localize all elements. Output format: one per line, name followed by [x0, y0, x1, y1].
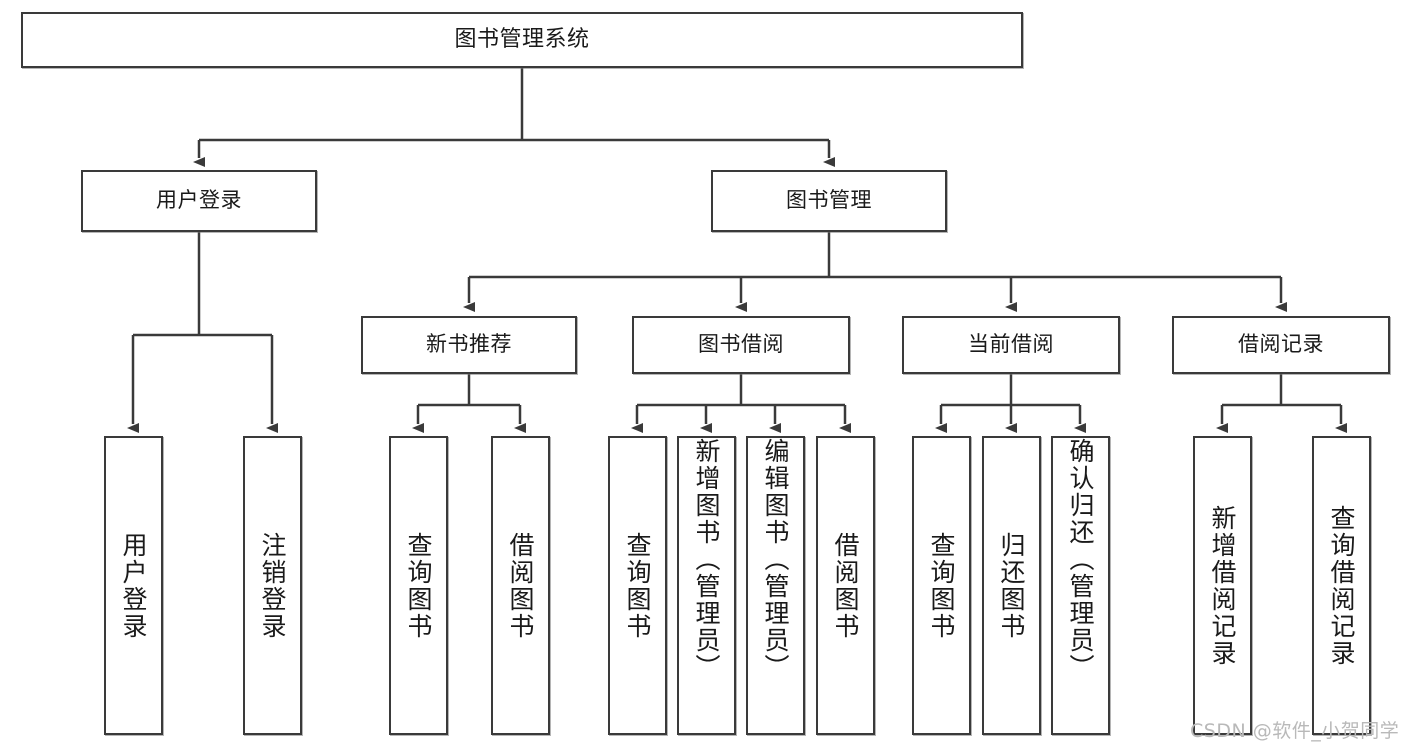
- leaf-user-login[interactable]: 用户登录: [104, 436, 163, 735]
- node-label: 借阅图书: [831, 531, 860, 640]
- node-label: 当前借阅: [968, 332, 1054, 357]
- node-book-management[interactable]: 图书管理: [711, 170, 947, 232]
- leaf-query-book-recommend[interactable]: 查询图书: [389, 436, 448, 735]
- node-label: 注销登录: [258, 531, 287, 640]
- leaf-query-book-current[interactable]: 查询图书: [912, 436, 971, 735]
- node-label: 借阅图书: [506, 531, 535, 640]
- node-label: 用户登录: [156, 188, 242, 213]
- node-label: 编辑图书（管理员）: [761, 438, 790, 681]
- leaf-add-borrow-record[interactable]: 新增借阅记录: [1193, 436, 1252, 735]
- leaf-add-book-admin[interactable]: 新增图书（管理员）: [677, 436, 736, 735]
- node-label: 查询图书: [404, 531, 433, 640]
- leaf-borrow-book[interactable]: 借阅图书: [816, 436, 875, 735]
- leaf-edit-book-admin[interactable]: 编辑图书（管理员）: [746, 436, 805, 735]
- node-label: 查询借阅记录: [1327, 504, 1356, 667]
- node-user-login[interactable]: 用户登录: [81, 170, 317, 232]
- node-book-borrow[interactable]: 图书借阅: [632, 316, 850, 374]
- node-borrow-record[interactable]: 借阅记录: [1172, 316, 1390, 374]
- leaf-query-borrow-record[interactable]: 查询借阅记录: [1312, 436, 1371, 735]
- node-label: 查询图书: [927, 531, 956, 640]
- leaf-borrow-book-recommend[interactable]: 借阅图书: [491, 436, 550, 735]
- node-label: 图书管理: [786, 188, 872, 213]
- node-label: 新增图书（管理员）: [692, 438, 721, 681]
- leaf-confirm-return-admin[interactable]: 确认归还（管理员）: [1051, 436, 1110, 735]
- node-root-system[interactable]: 图书管理系统: [21, 12, 1023, 68]
- node-new-book-recommend[interactable]: 新书推荐: [361, 316, 577, 374]
- node-label: 图书管理系统: [454, 26, 590, 52]
- node-label: 查询图书: [623, 531, 652, 640]
- leaf-query-book-borrow[interactable]: 查询图书: [608, 436, 667, 735]
- node-label: 归还图书: [997, 531, 1026, 640]
- node-label: 图书借阅: [698, 332, 784, 357]
- node-label: 借阅记录: [1238, 332, 1324, 357]
- leaf-logout[interactable]: 注销登录: [243, 436, 302, 735]
- leaf-return-book[interactable]: 归还图书: [982, 436, 1041, 735]
- node-label: 新书推荐: [426, 332, 512, 357]
- node-label: 新增借阅记录: [1208, 504, 1237, 667]
- node-label: 确认归还（管理员）: [1066, 438, 1095, 681]
- node-label: 用户登录: [119, 531, 148, 640]
- node-current-borrow[interactable]: 当前借阅: [902, 316, 1120, 374]
